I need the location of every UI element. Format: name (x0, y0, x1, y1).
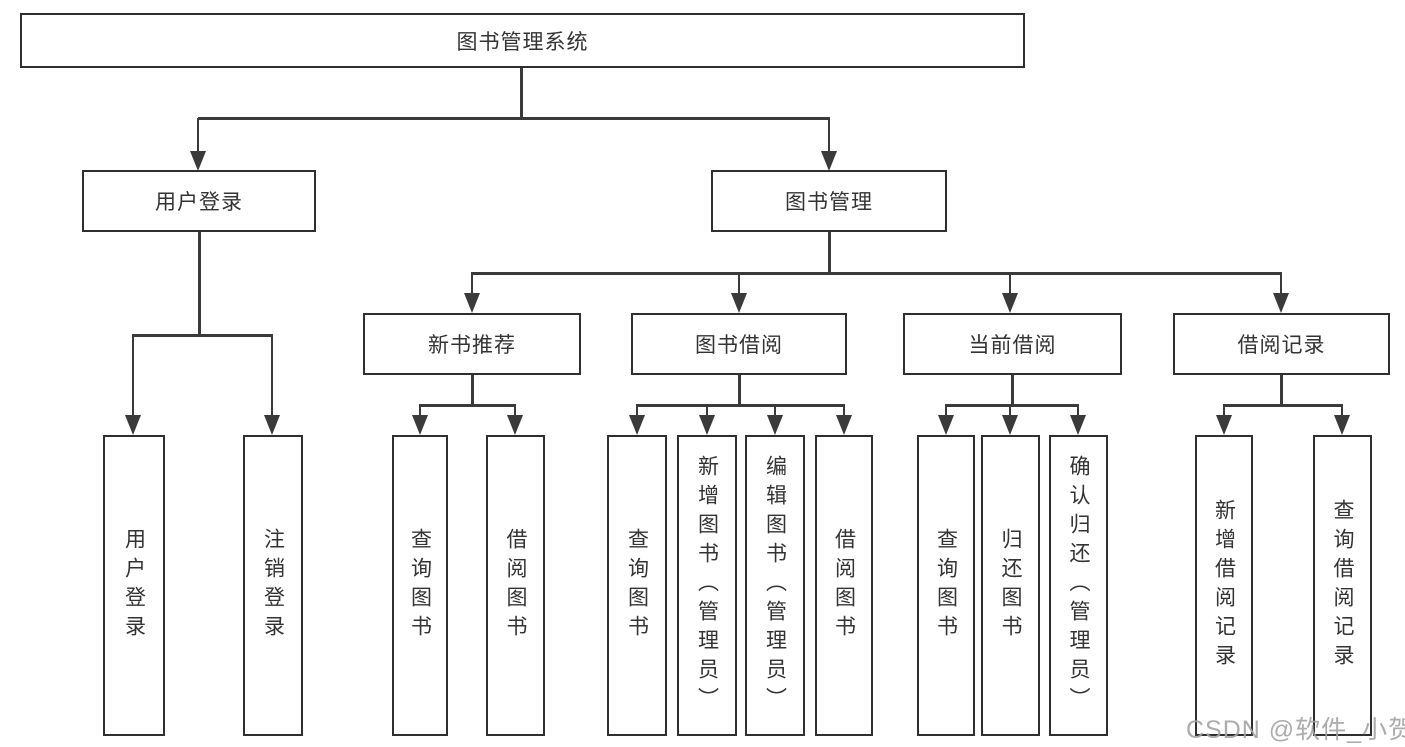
arrowhead-icon (699, 415, 715, 435)
arrow-leaf (1002, 406, 1018, 435)
node-book-borrowing: 图书借阅 (631, 313, 847, 375)
arrowhead-icon (190, 151, 206, 171)
leaf-label: 借阅图书 (504, 527, 527, 644)
node-label: 用户登录 (155, 191, 243, 214)
arrowhead-icon (821, 151, 837, 171)
node-label: 图书借阅 (695, 334, 783, 357)
leaf-label: 查询借阅记录 (1331, 498, 1354, 673)
arrow-leaf (412, 406, 428, 435)
leaf-label: 查询图书 (408, 527, 432, 644)
connector-bookborrow-bar (636, 404, 845, 407)
leaf-confirm-return-admin: 确认归还（管理员） (1049, 435, 1108, 736)
leaf-borrow-books-1: 借阅图书 (486, 435, 545, 736)
leaf-label: 查询图书 (934, 527, 958, 644)
leaf-user-login: 用户登录 (103, 435, 165, 736)
arrow-leaf (1070, 406, 1086, 435)
leaf-label: 查询图书 (625, 527, 649, 644)
arrowhead-icon (125, 415, 141, 435)
node-new-book-recommend: 新书推荐 (363, 313, 581, 375)
arrow-leaf (938, 406, 954, 435)
arrow-leaf (629, 406, 645, 435)
arrow-to-new-book (464, 274, 480, 313)
arrowhead-icon (264, 415, 280, 435)
arrowhead-icon (836, 415, 852, 435)
leaf-add-books-admin: 新增图书（管理员） (677, 435, 737, 736)
arrow-to-borrow-records (1273, 274, 1289, 313)
node-user-login: 用户登录 (82, 170, 316, 232)
connector-userlogin-bar (132, 334, 273, 337)
leaf-label: 归还图书 (999, 527, 1022, 644)
node-label: 新书推荐 (428, 334, 516, 357)
arrow-to-leaf-logout (264, 336, 280, 435)
node-book-management: 图书管理 (711, 170, 947, 232)
arrowhead-icon (1070, 415, 1086, 435)
connector-root-stem (520, 68, 523, 118)
connector-bookborrow-stem (738, 375, 741, 406)
arrow-to-leaf-login (125, 336, 141, 435)
arrowhead-icon (507, 415, 523, 435)
connector-currentborrow-bar (945, 404, 1079, 407)
leaf-label: 用户登录 (122, 527, 146, 644)
leaf-query-books-1: 查询图书 (392, 435, 448, 736)
node-current-borrowing: 当前借阅 (903, 313, 1122, 375)
connector-currentborrow-stem (1011, 375, 1014, 406)
leaf-add-borrow-record: 新增借阅记录 (1195, 435, 1253, 736)
leaf-label: 新增图书（管理员） (695, 455, 719, 716)
node-label: 图书管理 (785, 191, 873, 214)
arrowhead-icon (1002, 293, 1018, 313)
arrowhead-icon (1334, 415, 1350, 435)
arrowhead-icon (1216, 415, 1232, 435)
arrow-leaf (507, 406, 523, 435)
node-borrow-records: 借阅记录 (1173, 313, 1390, 375)
arrowhead-icon (1002, 415, 1018, 435)
arrow-to-current-borrow (1002, 274, 1018, 313)
leaf-query-books-2: 查询图书 (607, 435, 667, 736)
node-label: 借阅记录 (1237, 334, 1326, 357)
leaf-query-books-3: 查询图书 (917, 435, 975, 736)
arrow-to-book-borrow (731, 274, 747, 313)
connector-newbook-bar (419, 404, 516, 407)
arrow-leaf (699, 406, 715, 435)
arrowhead-icon (1273, 293, 1289, 313)
arrow-leaf (836, 406, 852, 435)
connector-records-stem (1280, 375, 1283, 406)
node-root-system: 图书管理系统 (20, 13, 1025, 68)
arrowhead-icon (938, 415, 954, 435)
arrowhead-icon (731, 293, 747, 313)
connector-bookmgmt-stem (828, 232, 831, 274)
leaf-borrow-books-2: 借阅图书 (815, 435, 873, 736)
arrowhead-icon (412, 415, 428, 435)
connector-newbook-stem (471, 375, 474, 406)
connector-bookmgmt-bar (471, 272, 1282, 275)
leaf-return-books: 归还图书 (981, 435, 1040, 736)
csdn-watermark: CSDN @软件_小贺同学 (1186, 716, 1405, 744)
arrow-leaf (1216, 406, 1232, 435)
arrowhead-icon (629, 415, 645, 435)
arrow-leaf (1334, 406, 1350, 435)
connector-root-bar (198, 117, 830, 120)
leaf-label: 注销登录 (261, 527, 285, 644)
leaf-logout: 注销登录 (243, 435, 303, 736)
arrow-leaf (767, 406, 783, 435)
arrow-to-book-mgmt (821, 118, 837, 171)
leaf-label: 确认归还（管理员） (1067, 455, 1090, 716)
arrow-to-user-login (190, 118, 206, 171)
node-label: 图书管理系统 (456, 30, 589, 54)
leaf-query-borrow-record: 查询借阅记录 (1313, 435, 1372, 736)
arrowhead-icon (767, 415, 783, 435)
node-label: 当前借阅 (968, 334, 1057, 357)
leaf-edit-books-admin: 编辑图书（管理员） (745, 435, 805, 736)
connector-userlogin-stem (198, 232, 201, 336)
leaf-label: 编辑图书（管理员） (763, 455, 787, 716)
leaf-label: 借阅图书 (832, 527, 856, 644)
connector-records-bar (1223, 404, 1343, 407)
arrowhead-icon (464, 293, 480, 313)
leaf-label: 新增借阅记录 (1212, 498, 1236, 673)
